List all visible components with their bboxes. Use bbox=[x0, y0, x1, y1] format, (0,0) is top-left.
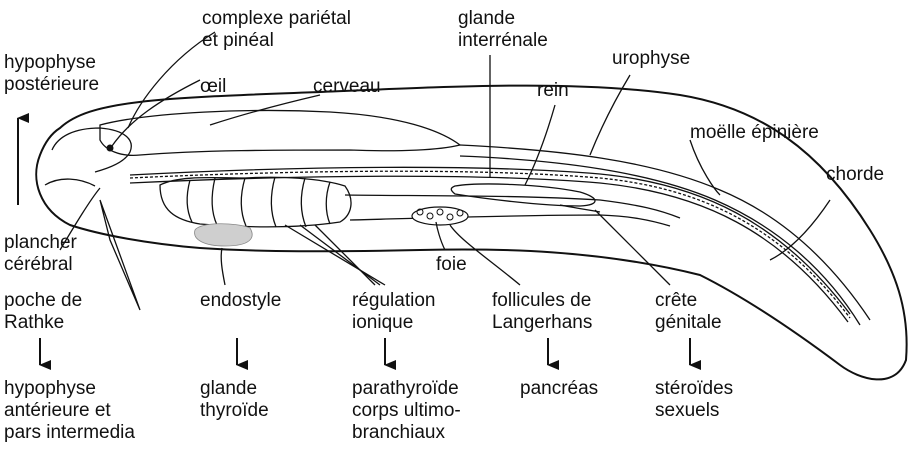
label-rein: rein bbox=[537, 80, 569, 102]
endostyle-organ bbox=[195, 224, 253, 246]
label-chorde: chorde bbox=[826, 164, 884, 186]
label-endostyle: endostyle bbox=[200, 290, 281, 312]
label-oeil: œil bbox=[200, 76, 226, 98]
gut bbox=[345, 195, 680, 218]
kidney bbox=[451, 184, 595, 206]
oral-hood bbox=[45, 179, 95, 186]
brain-outline bbox=[100, 111, 460, 156]
label-pancreas: pancréas bbox=[520, 378, 598, 400]
head-inner bbox=[52, 128, 131, 172]
label-moelle-epiniere: moëlle épinière bbox=[690, 122, 819, 144]
label-foie: foie bbox=[436, 254, 467, 276]
label-cerveau: cerveau bbox=[313, 76, 381, 98]
label-urophyse: urophyse bbox=[612, 48, 690, 70]
